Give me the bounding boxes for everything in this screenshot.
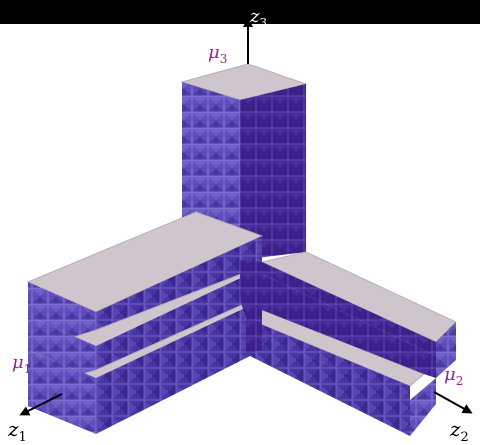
arm-z1	[26, 211, 264, 434]
arm2-end-face-back	[436, 322, 456, 378]
top-banner	[0, 0, 480, 24]
arm2-front-face-mid	[262, 274, 436, 378]
arm1-side-face-mid	[96, 268, 262, 378]
partition-label-mu1: μ1	[12, 352, 31, 376]
arm2-side-face-mid	[246, 318, 410, 400]
partition-label-mu3: μ3	[208, 42, 227, 66]
axis-label-z3: z3	[249, 6, 267, 30]
arm-z2	[244, 251, 457, 436]
arm1-front-face-low	[28, 350, 96, 434]
axis-label-z1: z1	[7, 417, 27, 445]
arm1-front-face-mid	[28, 316, 96, 378]
axis-label-z2: z2	[449, 417, 469, 445]
arm1-side-face-low	[96, 300, 262, 434]
axes	[19, 17, 473, 416]
arm2-front-face-back	[262, 262, 436, 356]
partition-label-mu2: μ2	[444, 364, 463, 388]
axis-z2-arrow	[433, 391, 473, 414]
axis-z1-arrow	[19, 393, 63, 416]
column-right-face	[240, 84, 306, 260]
arm1-front-face-back	[28, 282, 96, 346]
arm2-front-face-low	[246, 330, 410, 436]
arm2-end-face-low	[410, 378, 436, 436]
inner-corner-face	[240, 260, 262, 354]
